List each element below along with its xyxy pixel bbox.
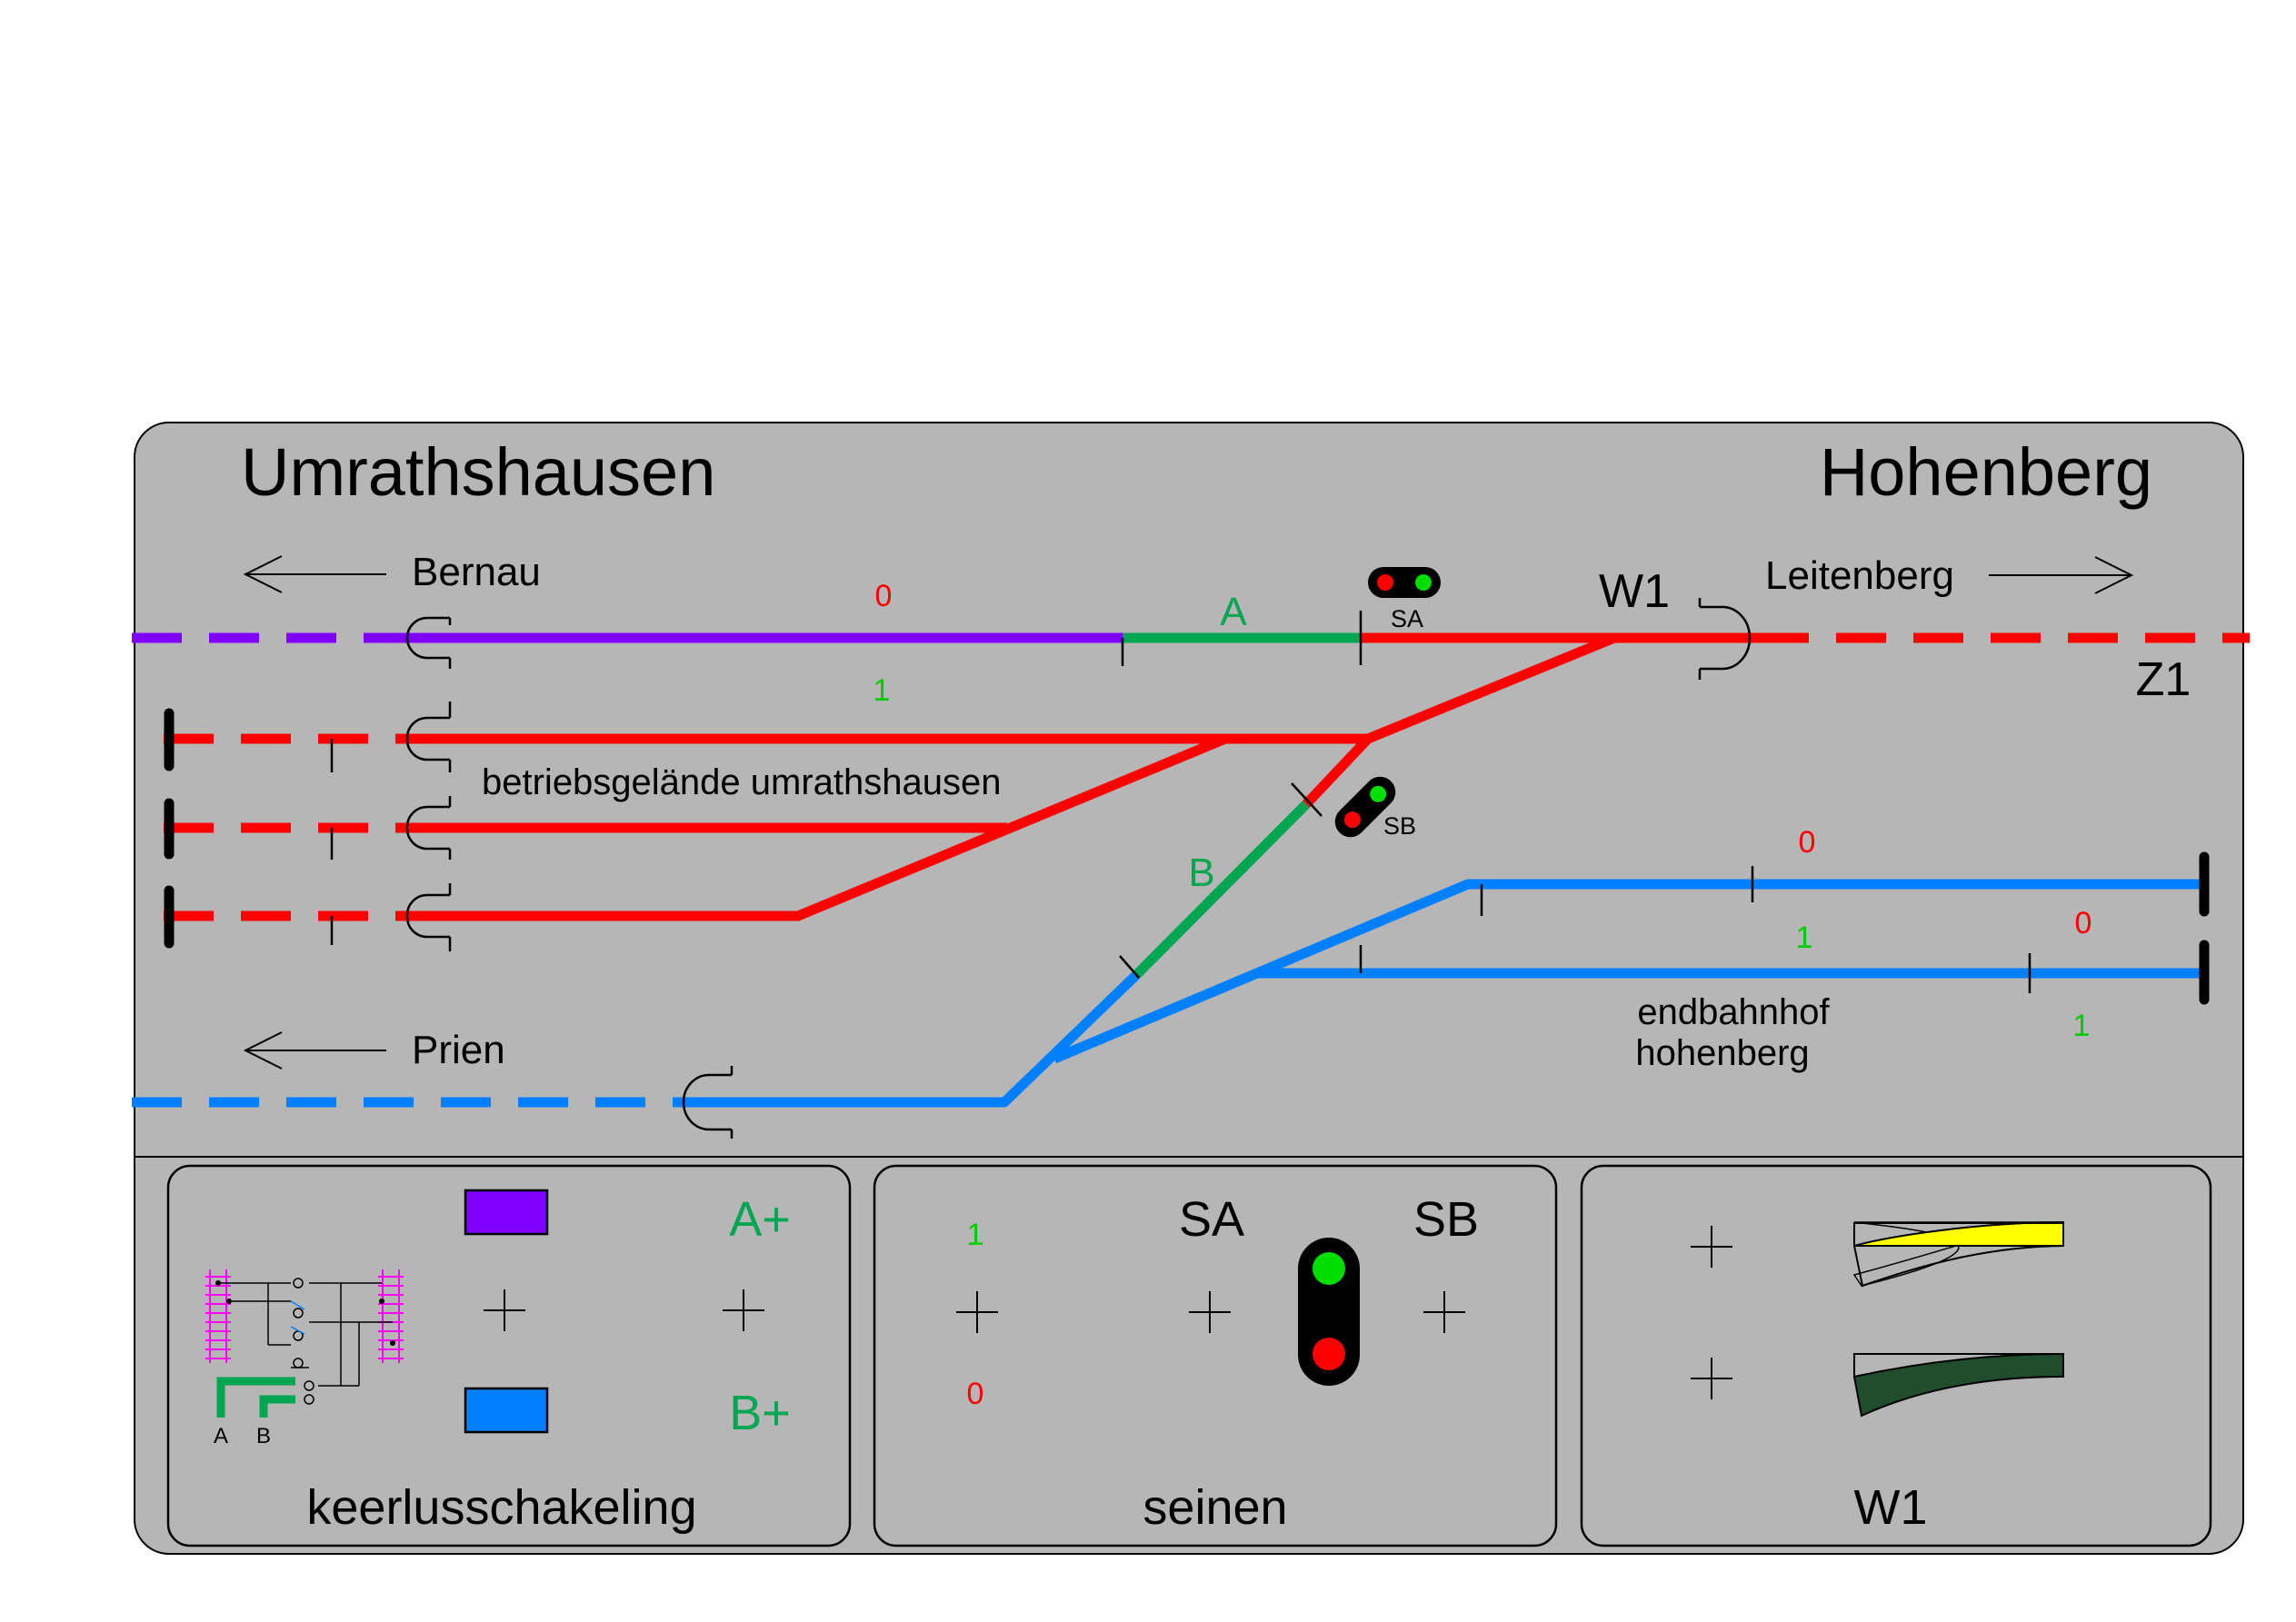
seinen-one: 1 [967,1218,984,1252]
signal-light-icon [1368,567,1441,598]
label-section-b: B [1188,851,1214,895]
seinen-sb-label: SB [1413,1192,1479,1247]
panel-keerlus-title: keerlusschakeling [306,1480,696,1535]
seinen-zero: 0 [967,1377,984,1411]
seinen-sa-label: SA [1179,1192,1244,1247]
plus-crosshair-icon[interactable] [956,1291,998,1333]
label-z1: Z1 [2136,653,2191,706]
direction-leitenberg: Leitenberg [1765,553,1954,598]
label-w1: W1 [1599,565,1670,618]
plus-crosshair-icon[interactable] [484,1289,525,1331]
switch-number-end-0: 0 [2075,906,2092,940]
track-section-b [1133,801,1310,979]
track-blue-end-2 [1052,968,2209,1064]
signal-light-icon [1334,776,1396,838]
track-red-yard-3 [400,733,1228,921]
turnout-switch-icon [1852,1352,2064,1418]
isolation-gap-icon [330,611,2031,993]
panel-w1 [1580,1164,2212,1547]
switch-number-end-1: 1 [2073,1009,2091,1043]
panel-seinen-title: seinen [1143,1480,1287,1535]
keerlus-a-plus: A+ [729,1192,791,1247]
buffer-stop-icon [164,708,2210,1005]
switch-number-blue-0: 0 [1799,825,1816,860]
label-yard-right-1: endbahnhof [1637,992,1830,1032]
keerlus-indicator-a [464,1189,549,1236]
switch-number-main-0: 0 [875,579,893,613]
label-yard-left: betriebsgelände umrathshausen [482,762,1002,802]
wiring-schematic [205,1269,404,1418]
switch-number-main-1: 1 [873,673,891,708]
switch-number-blue-1: 1 [1796,920,1813,955]
turnout-switch-icon [1852,1220,2064,1288]
arrow-right-icon [1989,556,2134,594]
signal-sa-label: SA [1391,605,1423,632]
track-blue-main [673,971,1140,1108]
arrow-left-icon [243,1031,386,1070]
arrow-left-icon [243,555,386,593]
panel-w1-title: W1 [1854,1480,1928,1535]
plus-crosshair-icon[interactable] [1189,1291,1231,1333]
station-umrathshausen: Umrathshausen [241,434,715,510]
panel-seinen [873,1164,1558,1547]
plus-crosshair-icon[interactable] [723,1289,764,1331]
turnout-bracket-icon [405,598,1752,1139]
plus-crosshair-icon[interactable] [1691,1358,1732,1399]
keerlus-b-plus: B+ [729,1386,791,1440]
signal-sb-label: SB [1383,812,1416,840]
plus-crosshair-icon[interactable] [1423,1291,1465,1333]
signal-light-icon [1298,1238,1360,1386]
label-yard-right-2: hohenberg [1635,1033,1809,1073]
track-red-connector [1303,735,1372,808]
plus-crosshair-icon[interactable] [1691,1226,1732,1268]
direction-bernau: Bernau [412,550,541,594]
station-hohenberg: Hohenberg [1820,434,2152,510]
panel-keerlus [166,1164,852,1547]
keerlus-label-b: B [256,1424,271,1448]
direction-prien: Prien [412,1028,505,1072]
keerlus-indicator-b [464,1387,549,1434]
label-section-a: A [1220,590,1247,634]
keerlus-label-a: A [214,1424,228,1448]
